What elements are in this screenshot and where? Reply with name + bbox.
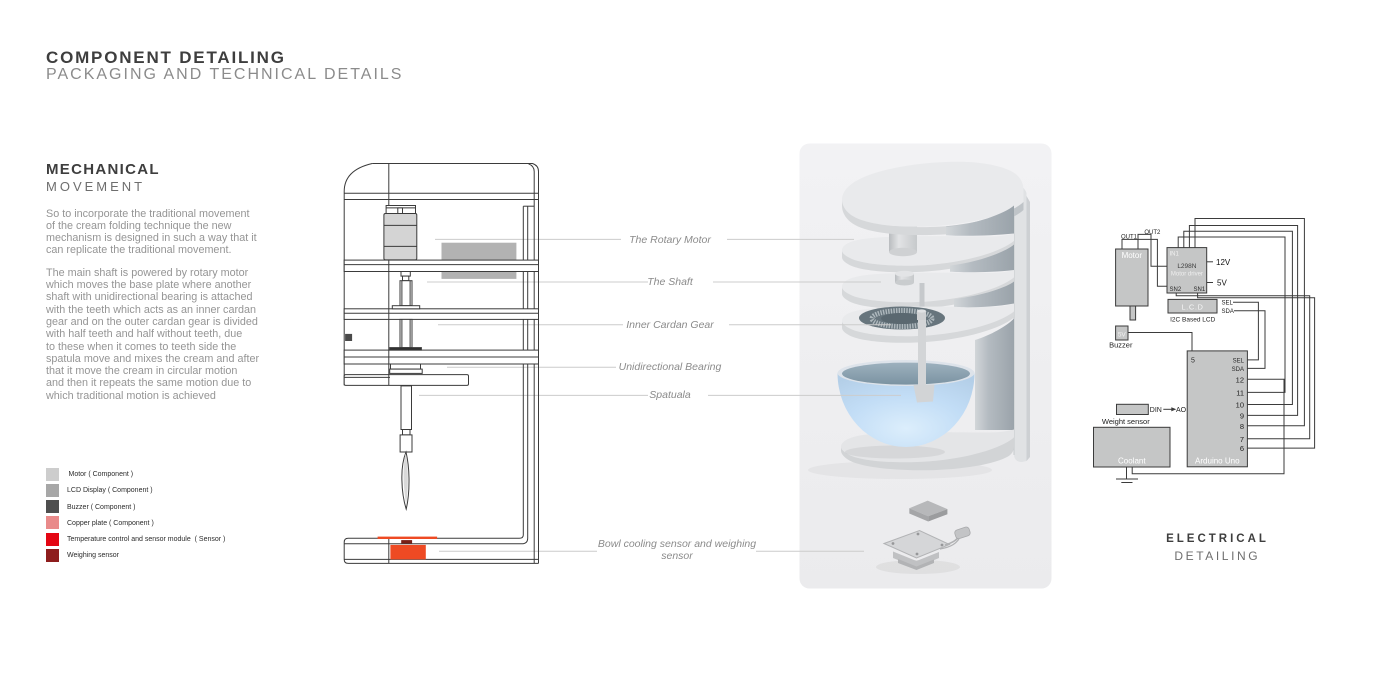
svg-text:12V: 12V (1216, 258, 1231, 267)
svg-text:8: 8 (1240, 422, 1244, 431)
svg-text:AO: AO (1176, 407, 1187, 414)
svg-text:DIN: DIN (1150, 407, 1162, 414)
svg-text:L298N: L298N (1177, 263, 1196, 270)
svg-text:Buzzer: Buzzer (1109, 341, 1133, 350)
svg-text:SEL: SEL (1233, 359, 1245, 365)
svg-text:Coolant: Coolant (1118, 457, 1146, 466)
svg-text:5V: 5V (1217, 279, 1227, 288)
svg-text:5V: 5V (1118, 332, 1127, 339)
svg-text:I2C Based LCD: I2C Based LCD (1170, 317, 1215, 324)
svg-text:SN2: SN2 (1170, 287, 1182, 293)
svg-text:11: 11 (1236, 389, 1244, 398)
svg-text:SEL: SEL (1222, 301, 1234, 307)
svg-text:12: 12 (1236, 376, 1244, 385)
svg-text:Arduino Uno: Arduino Uno (1195, 457, 1240, 466)
svg-text:10: 10 (1236, 401, 1244, 410)
svg-text:IN1: IN1 (1170, 252, 1180, 258)
svg-text:OUT1: OUT1 (1121, 234, 1138, 240)
svg-text:7: 7 (1240, 435, 1244, 444)
svg-text:L.C.D: L.C.D (1181, 303, 1203, 312)
svg-text:OUT2: OUT2 (1144, 230, 1161, 236)
svg-text:SN1: SN1 (1194, 287, 1206, 293)
svg-text:9: 9 (1240, 412, 1244, 421)
svg-text:5: 5 (1191, 358, 1195, 365)
svg-text:SDA: SDA (1232, 367, 1244, 373)
svg-text:SDA: SDA (1222, 309, 1234, 315)
svg-text:Weight sensor: Weight sensor (1102, 417, 1150, 426)
svg-text:6: 6 (1240, 444, 1244, 453)
svg-text:Motor: Motor (1122, 251, 1143, 260)
svg-text:Motor driver: Motor driver (1171, 272, 1203, 278)
